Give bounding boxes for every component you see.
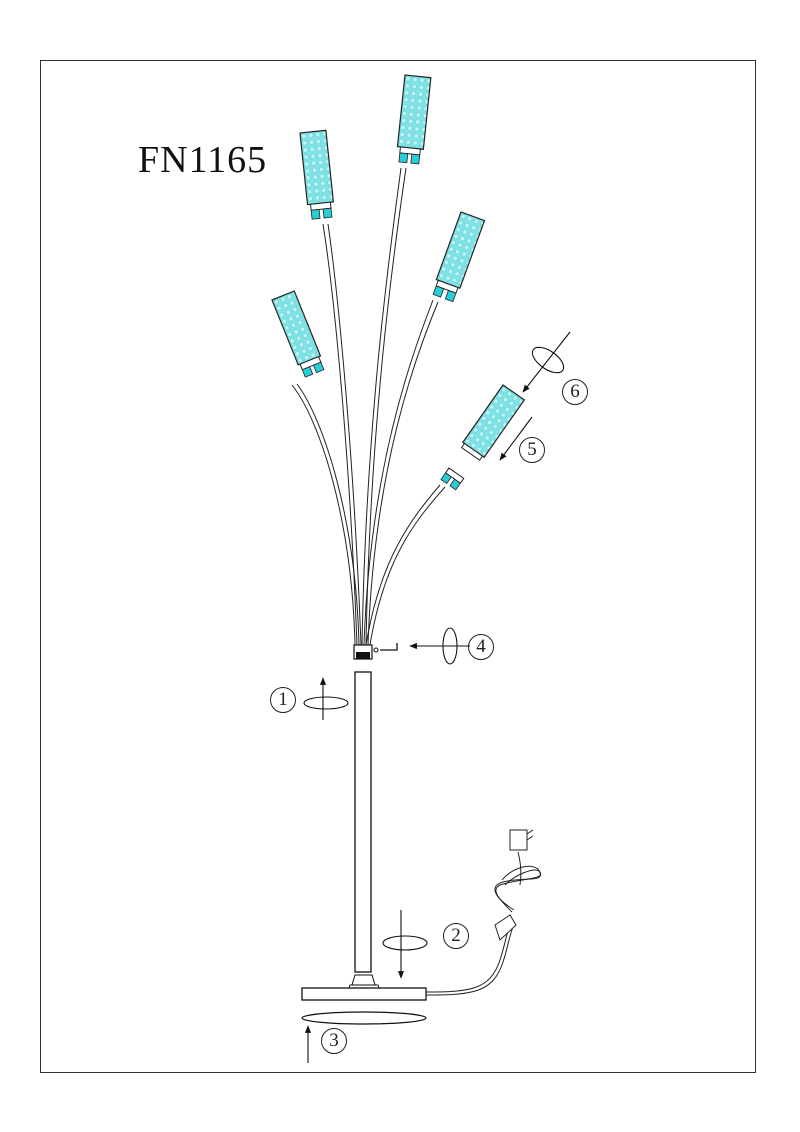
- shade-right: [432, 211, 486, 303]
- model-number: FN1165: [138, 139, 268, 181]
- base-collar: [351, 974, 376, 986]
- socket: [440, 467, 465, 491]
- stem: [354, 671, 372, 973]
- step-6-label: 6: [562, 379, 588, 405]
- shade-left: [271, 290, 325, 378]
- diagram-frame: [40, 60, 756, 1073]
- step-1-label: 1: [270, 687, 296, 713]
- shade-top: [396, 74, 432, 165]
- base-pad: [301, 1011, 427, 1025]
- step-2-label: 2: [443, 923, 469, 949]
- arrows: [303, 331, 571, 1063]
- base: [301, 987, 427, 1001]
- step-5-label: 5: [519, 437, 545, 463]
- lamp-arms: [291, 167, 446, 646]
- shade-center-left: [299, 129, 335, 220]
- arm-connector: [353, 643, 398, 660]
- step-3-label: 3: [321, 1028, 347, 1054]
- step-4-label: 4: [468, 634, 494, 660]
- shade-detached: [460, 384, 526, 461]
- power-cord: [425, 829, 542, 996]
